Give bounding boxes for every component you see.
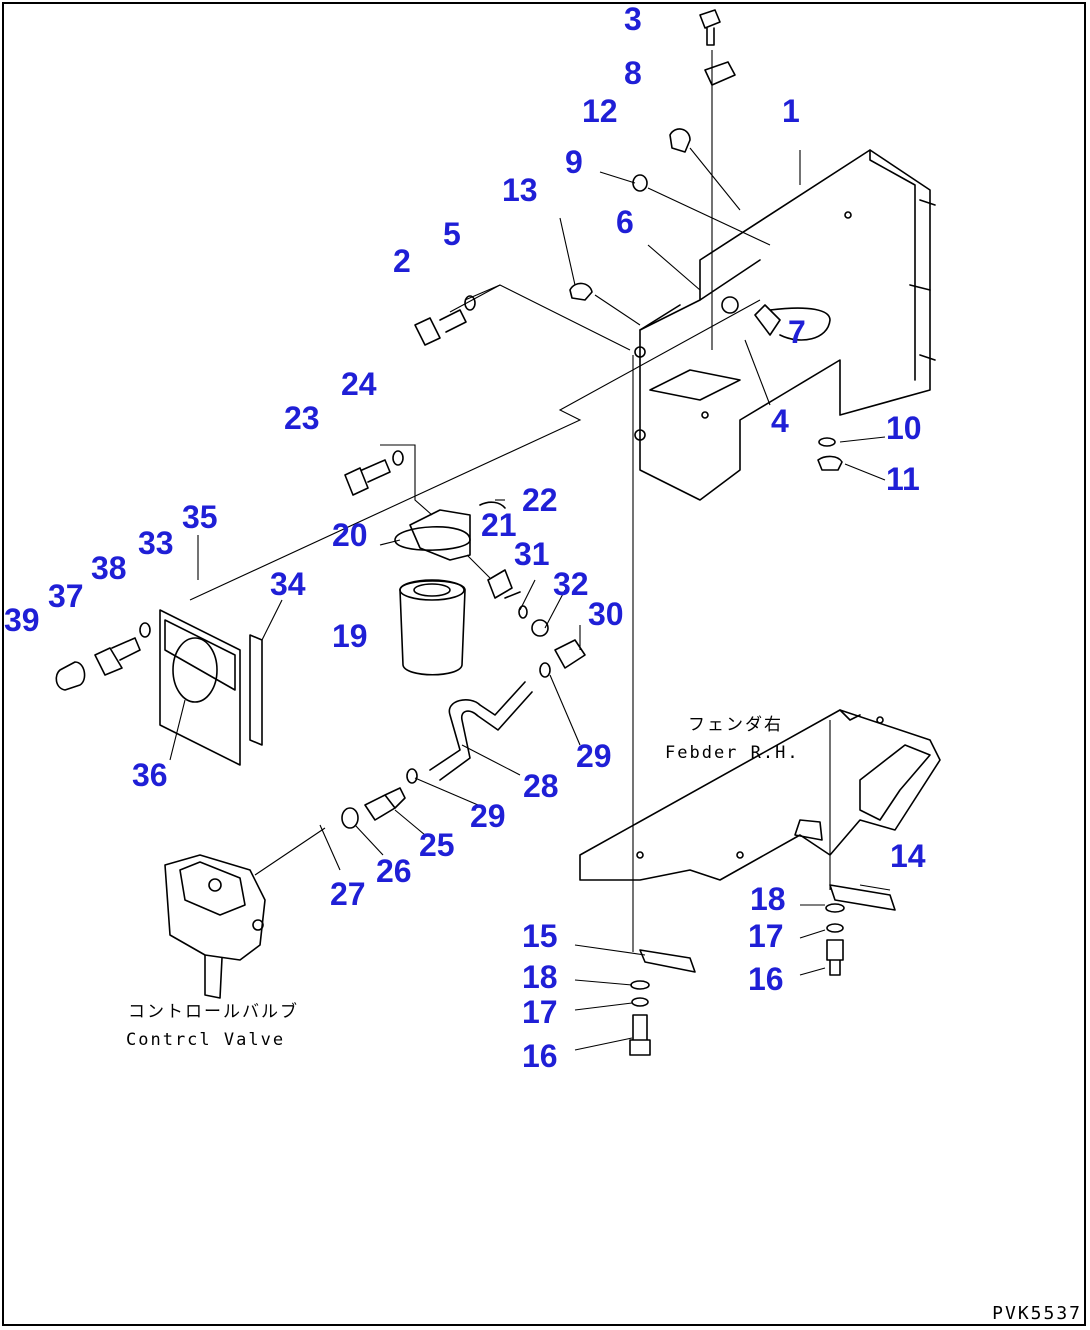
callout-17: 17 <box>522 994 558 1030</box>
cap-part <box>55 661 86 691</box>
grommet-part <box>669 128 691 153</box>
fender-label-jp: フェンダ右 <box>688 715 783 735</box>
washer-part <box>464 295 476 311</box>
callout-16: 16 <box>748 961 784 997</box>
callout-36: 36 <box>132 757 168 793</box>
valve-label-jp: コントロールバルブ <box>128 1002 299 1022</box>
bolt-part <box>94 637 141 676</box>
washer-part <box>392 450 404 466</box>
callout-16: 16 <box>522 1038 558 1074</box>
callout-20: 20 <box>332 517 368 553</box>
clip-part <box>569 282 593 301</box>
callout-6: 6 <box>616 204 634 240</box>
callout-38: 38 <box>91 550 127 586</box>
callout-11: 11 <box>886 461 920 497</box>
callout-15: 15 <box>522 918 558 954</box>
callout-5: 5 <box>443 216 461 252</box>
callout-14: 14 <box>890 838 926 874</box>
fastener-set <box>629 903 845 1056</box>
callout-26: 26 <box>376 853 412 889</box>
cover-plate <box>159 609 263 766</box>
callout-22: 22 <box>522 482 558 518</box>
callout-18: 18 <box>750 881 786 917</box>
callout-10: 10 <box>886 410 922 446</box>
callout-4: 4 <box>771 403 789 439</box>
valve-label-en: Contrcl Valve <box>126 1030 286 1050</box>
main-bracket <box>634 149 936 501</box>
callout-27: 27 <box>330 876 366 912</box>
callout-24: 24 <box>341 366 377 402</box>
callout-3: 3 <box>624 1 642 37</box>
bolt-part <box>344 459 391 496</box>
callout-1: 1 <box>782 93 800 129</box>
callout-29: 29 <box>576 738 612 774</box>
callout-12: 12 <box>582 93 618 129</box>
washer-part <box>818 437 836 447</box>
callout-35: 35 <box>182 499 218 535</box>
drawing-code: PVK5537 <box>992 1303 1082 1324</box>
callout-25: 25 <box>419 827 455 863</box>
callout-32: 32 <box>553 566 589 602</box>
callout-39: 39 <box>4 602 40 638</box>
clip-part <box>632 174 648 192</box>
callout-19: 19 <box>332 618 368 654</box>
nut-part <box>721 296 739 314</box>
callout-2: 2 <box>393 243 411 279</box>
callout-8: 8 <box>624 55 642 91</box>
washer-part <box>139 622 151 638</box>
bolt-part <box>414 309 467 346</box>
callout-30: 30 <box>588 596 624 632</box>
nut-part <box>817 455 843 471</box>
callout-18: 18 <box>522 959 558 995</box>
fender-rh <box>579 709 941 881</box>
bolt-part <box>699 9 721 46</box>
callout-21: 21 <box>481 507 517 543</box>
callout-31: 31 <box>514 536 550 572</box>
callout-29: 29 <box>470 798 506 834</box>
callout-33: 33 <box>138 525 174 561</box>
callout-13: 13 <box>502 172 538 208</box>
plate-part <box>829 884 896 911</box>
callout-17: 17 <box>748 918 784 954</box>
leader-lines <box>169 50 891 1051</box>
fender-label-en: Febder R.H. <box>665 743 800 763</box>
callout-7: 7 <box>788 314 806 350</box>
callout-34: 34 <box>270 566 306 602</box>
callout-9: 9 <box>565 144 583 180</box>
clamp-part <box>754 304 831 341</box>
filter-assembly <box>394 509 471 676</box>
clip-part <box>704 61 736 86</box>
callout-37: 37 <box>48 578 84 614</box>
hose-part <box>429 681 533 781</box>
control-valve <box>164 854 266 999</box>
fitting-set <box>341 501 586 829</box>
plate-part <box>639 949 696 973</box>
callout-23: 23 <box>284 400 320 436</box>
callout-28: 28 <box>523 768 559 804</box>
